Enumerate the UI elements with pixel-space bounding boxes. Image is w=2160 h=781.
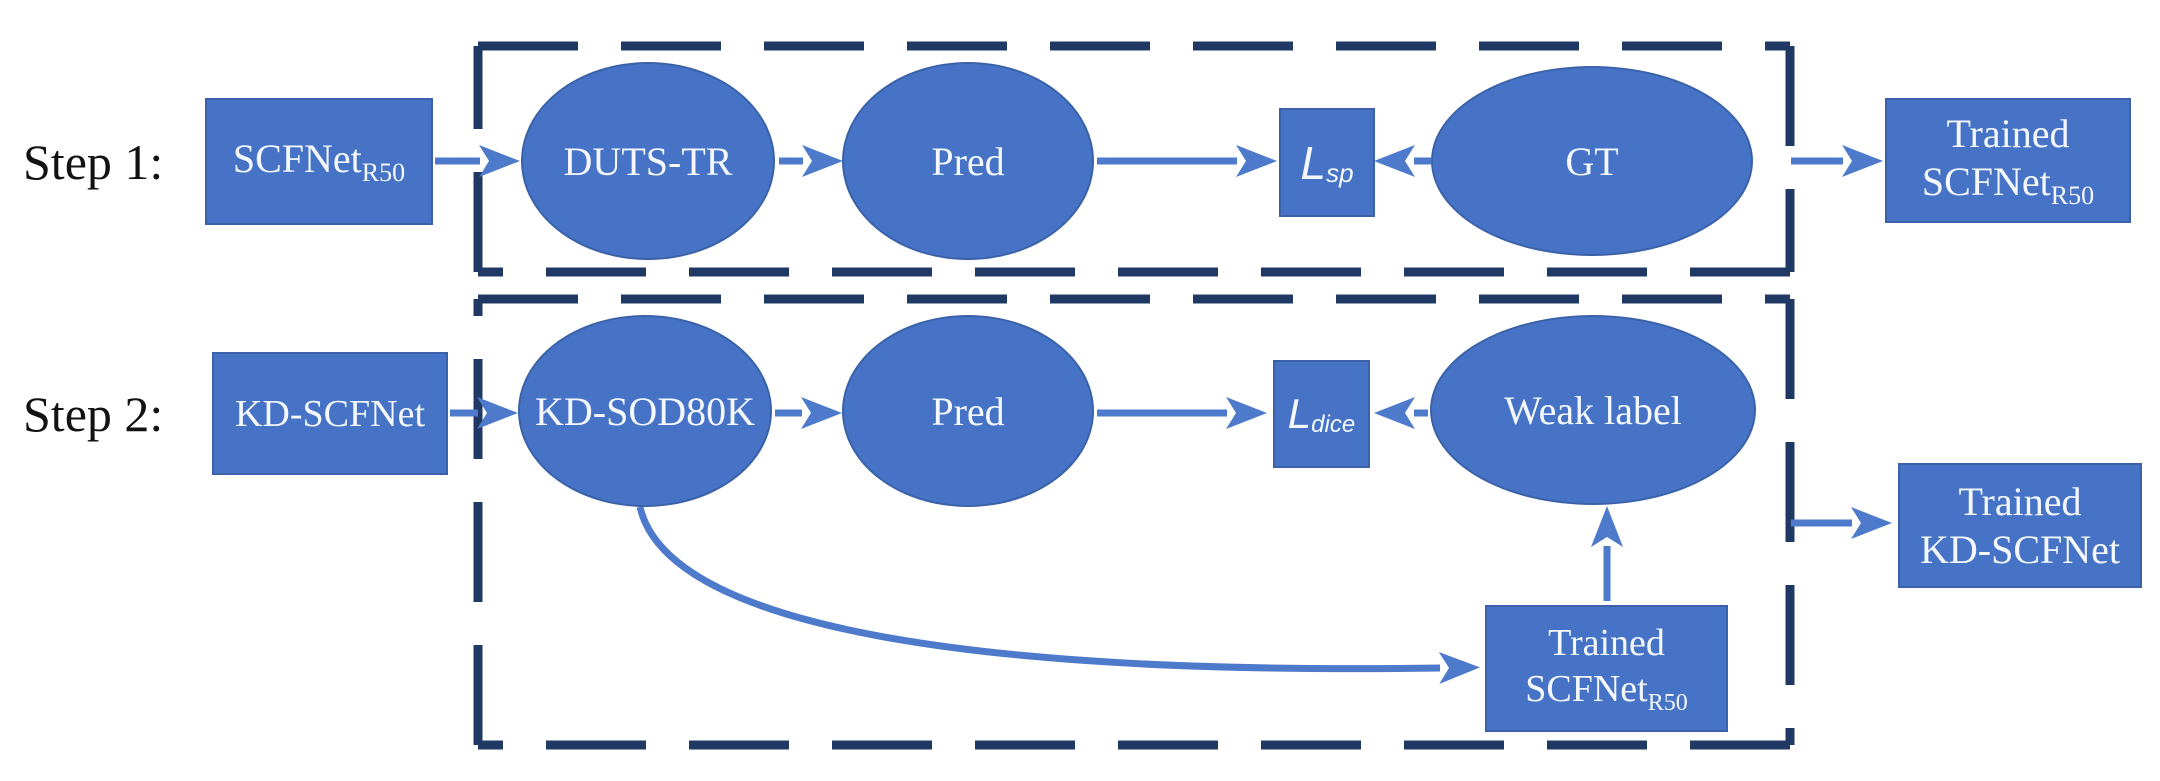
scfnet-r50-box-label: SCFNetR50 [233,135,405,188]
duts-tr-label: DUTS-TR [563,138,733,184]
duts-tr-ellipse: DUTS-TR [521,62,775,260]
pred-ellipse-step2: Pred [842,315,1094,507]
teacher-text: SCFNet [1525,668,1648,710]
pred-ellipse-step1: Pred [842,62,1094,260]
arrow-kdsod80k-to-teacher-curved [636,506,1480,685]
trained-scfnet-text: SCFNet [1921,159,2051,204]
scfnet-r50-box: SCFNetR50 [205,98,433,225]
weak-label-ellipse: Weak label [1430,315,1756,505]
trained-scfnet-line1: Trained [1946,111,2070,156]
teacher-line2: SCFNetR50 [1525,666,1688,717]
teacher-trained-scfnet-box: Trained SCFNetR50 [1485,605,1728,732]
gt-ellipse: GT [1431,66,1753,256]
teacher-line1: Trained [1548,622,1665,664]
ldice-symbol: L [1287,390,1312,437]
kd-sod80k-ellipse: KD-SOD80K [518,315,772,507]
lsp-symbol: L [1300,136,1327,189]
trained-kd-scfnet-box: Trained KD-SCFNet [1898,463,2142,588]
weak-label-text: Weak label [1504,387,1682,433]
trained-kd-scfnet-line2: KD-SCFNet [1919,526,2121,572]
scfnet-r50-text: SCFNet [232,136,362,181]
teacher-subscript: R50 [1647,690,1688,716]
lsp-subscript: sp [1326,158,1354,188]
scfnet-r50-subscript: R50 [361,158,406,187]
pred-step1-label: Pred [931,138,1005,184]
kd-sod80k-label: KD-SOD80K [535,388,755,434]
trained-scfnet-line2: SCFNetR50 [1922,158,2094,211]
kd-scfnet-box: KD-SCFNet [212,352,448,475]
pred-step2-label: Pred [931,388,1005,434]
step2-label: Step 2: [23,386,164,442]
trained-scfnet-r50-box: Trained SCFNetR50 [1885,98,2131,223]
gt-label: GT [1565,138,1619,184]
ldice-subscript: dice [1311,411,1356,438]
kd-scfnet-box-label: KD-SCFNet [234,392,426,435]
step1-label: Step 1: [23,134,164,190]
trained-kd-scfnet-line1: Trained [1958,478,2082,524]
trained-scfnet-subscript: R50 [2050,181,2095,210]
